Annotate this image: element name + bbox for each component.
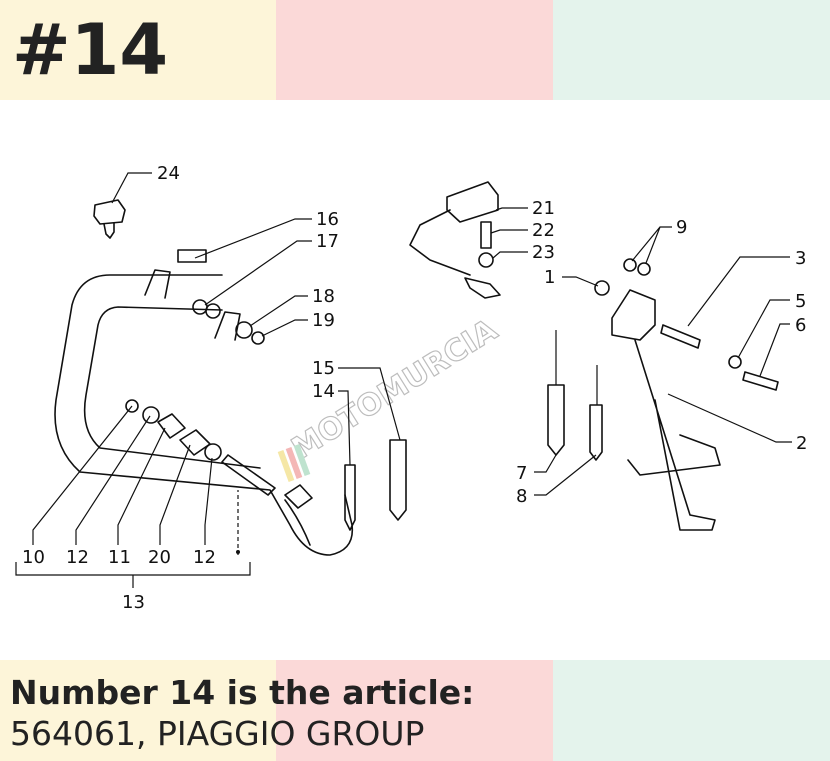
leader-lines <box>32 172 792 555</box>
callout-9: 9 <box>676 217 687 238</box>
callout-5: 5 <box>795 291 806 312</box>
cap-part <box>93 199 126 239</box>
top-color-band <box>0 0 830 100</box>
band-yellow <box>0 660 276 761</box>
left-hardware <box>125 249 313 509</box>
parts-diagram: MOTOMURCIA <box>15 163 807 613</box>
callout-6: 6 <box>795 315 806 336</box>
callout-12-left: 12 <box>66 547 89 568</box>
callout-19: 19 <box>312 310 335 331</box>
group-bracket <box>15 562 251 588</box>
callout-3: 3 <box>795 248 806 269</box>
callout-17: 17 <box>316 231 339 252</box>
callout-16: 16 <box>316 209 339 230</box>
center-stand <box>594 258 779 531</box>
caption-heading: Number 14 is the article: <box>10 673 475 712</box>
band-mint <box>553 660 830 761</box>
callout-13: 13 <box>122 592 145 613</box>
springs <box>344 330 603 531</box>
switch-assembly <box>409 181 501 299</box>
callout-24: 24 <box>157 163 180 184</box>
callout-1: 1 <box>544 267 555 288</box>
callout-8: 8 <box>516 486 527 507</box>
band-mint <box>553 0 830 100</box>
callout-2: 2 <box>796 433 807 454</box>
band-yellow <box>0 0 276 100</box>
callout-10: 10 <box>22 547 45 568</box>
callout-21: 21 <box>532 198 555 219</box>
caption-article: 564061, PIAGGIO GROUP <box>10 714 425 753</box>
callout-11: 11 <box>108 547 131 568</box>
callout-23: 23 <box>532 242 555 263</box>
callout-22: 22 <box>532 220 555 241</box>
item-number: #14 <box>12 9 169 91</box>
callout-20: 20 <box>148 547 171 568</box>
band-pink <box>276 0 553 100</box>
callout-7: 7 <box>516 463 527 484</box>
callout-14: 14 <box>312 381 335 402</box>
callout-15: 15 <box>312 358 335 379</box>
band-pink <box>276 660 553 761</box>
bottom-color-band <box>0 660 830 761</box>
watermark-logo <box>277 443 311 483</box>
callout-18: 18 <box>312 286 335 307</box>
callout-labels: 24 16 17 18 19 15 14 21 22 23 1 9 3 5 6 … <box>22 163 807 613</box>
callout-12-right: 12 <box>193 547 216 568</box>
